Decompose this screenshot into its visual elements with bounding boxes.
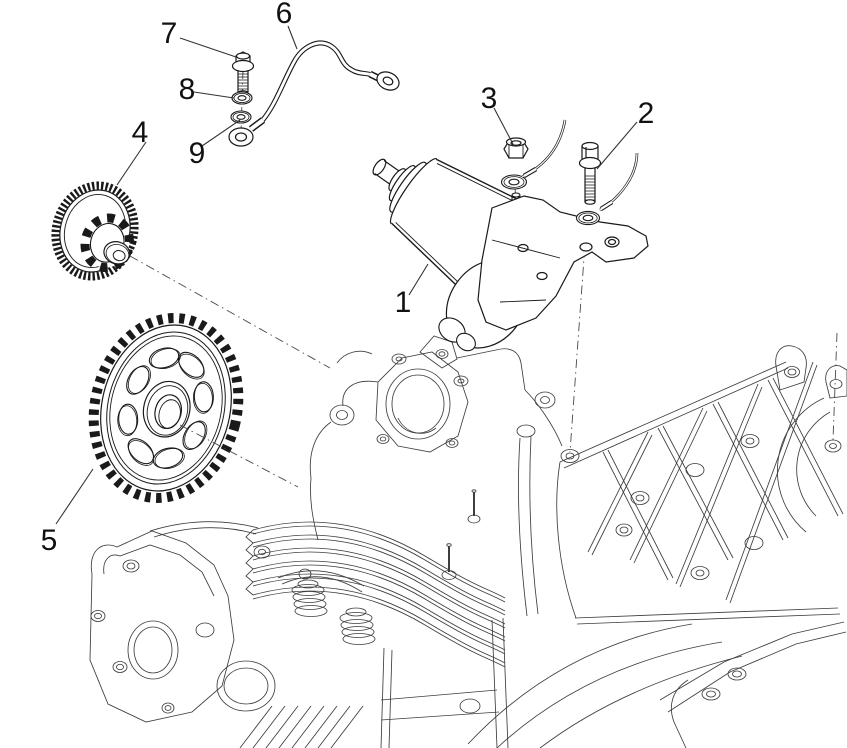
callout-9-label: 9	[189, 137, 206, 170]
terminal-washer-drawing	[500, 174, 528, 190]
mounting-bolt-drawing	[578, 141, 602, 205]
idle-gear-drawing	[51, 181, 139, 281]
callouts: 1 2 3 4 5 6 7 8	[41, 0, 655, 557]
callout-6: 6	[276, 0, 298, 50]
callout-7: 7	[161, 17, 237, 58]
crank-bore	[375, 351, 469, 453]
callout-3: 3	[481, 82, 515, 147]
case-bottom-flange	[467, 621, 847, 748]
starter-mount-pocket	[456, 348, 580, 463]
callout-8-label: 8	[179, 73, 196, 106]
crankcase-drawing	[89, 335, 847, 748]
leader-line-9	[201, 119, 241, 147]
leader-line-1	[408, 263, 429, 296]
starter-cable-drawing	[228, 40, 400, 147]
callout-3-label: 3	[481, 82, 498, 115]
gear-lightening-holes	[117, 347, 214, 469]
case-left-arm	[309, 380, 379, 541]
gear-hub	[103, 241, 131, 265]
terminal-wire	[521, 119, 567, 179]
leader-line-6	[287, 25, 298, 50]
rib-lattice-panel	[556, 345, 847, 625]
gear-hub	[142, 380, 191, 438]
axis-line-right	[832, 332, 838, 441]
terminal-nut-drawing	[503, 137, 529, 159]
leader-line-8	[193, 91, 235, 99]
cooling-fins	[245, 521, 506, 668]
driven-gear-drawing	[88, 313, 244, 503]
callout-5-label: 5	[41, 524, 58, 557]
motor-shaft-tip	[372, 158, 387, 176]
axis-line-motor-bolt	[569, 229, 587, 453]
callout-2: 2	[596, 97, 655, 170]
callout-1: 1	[395, 263, 429, 319]
axis-line-driven-gear	[179, 424, 299, 488]
callout-9: 9	[189, 119, 241, 170]
case-top-lug	[336, 335, 458, 369]
case-pillar	[441, 424, 539, 617]
callout-4: 4	[116, 116, 149, 186]
cable-ring-terminal-left	[228, 127, 254, 147]
callout-7-label: 7	[161, 17, 178, 50]
washer-8-drawing	[231, 91, 253, 105]
leader-line-2	[596, 121, 638, 170]
callout-6-label: 6	[276, 0, 293, 30]
bolt-wire	[599, 152, 639, 212]
callout-8: 8	[179, 73, 235, 106]
cylinder-block-bottom	[239, 617, 509, 748]
motor-bracket	[477, 195, 649, 331]
callout-4-label: 4	[132, 116, 149, 149]
leader-line-5	[55, 468, 94, 525]
valve-springs	[277, 568, 376, 645]
leader-line-7	[179, 37, 237, 58]
bolt-washer-drawing	[575, 210, 601, 226]
callout-5: 5	[41, 468, 94, 557]
washer-9-drawing	[230, 110, 252, 124]
leader-line-3	[493, 107, 515, 147]
axis-line-idle-gear	[129, 255, 331, 369]
callout-1-label: 1	[395, 286, 412, 319]
cable-ring-terminal-right	[376, 71, 400, 91]
cylinder-head	[89, 521, 276, 723]
callout-2-label: 2	[638, 97, 655, 130]
leader-line-4	[116, 141, 147, 186]
